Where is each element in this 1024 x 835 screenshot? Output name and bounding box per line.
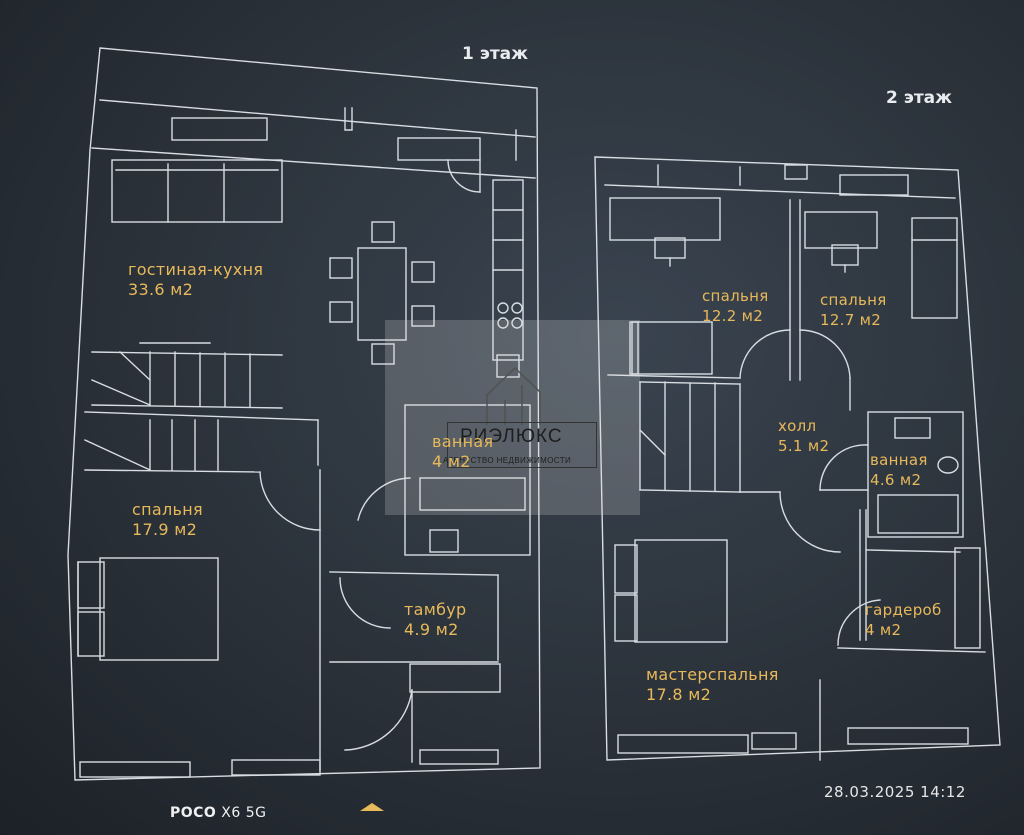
room-name: тамбур xyxy=(404,600,467,619)
room-master-bedroom: мастерспальня 17.8 м2 xyxy=(646,665,779,705)
room-name: ванная xyxy=(432,432,494,451)
room-bedroom-b: спальня 12.7 м2 xyxy=(820,290,887,330)
room-hall: холл 5.1 м2 xyxy=(778,416,829,456)
floor-2-outer-wall xyxy=(594,156,1001,761)
watermark-frame xyxy=(447,422,597,468)
room-vestibule: тамбур 4.9 м2 xyxy=(404,600,467,640)
room-area: 5.1 м2 xyxy=(778,437,830,455)
room-name: спальня xyxy=(820,291,887,309)
room-name: ванная xyxy=(870,451,928,469)
device-model: X6 5G xyxy=(221,805,267,821)
room-area: 33.6 м2 xyxy=(128,280,194,299)
camera-watermark: POCO X6 5G xyxy=(170,805,267,821)
room-bathroom-2f: ванная 4.6 м2 xyxy=(870,450,928,490)
house-logo-icon xyxy=(486,366,541,425)
room-area: 4 м2 xyxy=(432,452,471,471)
room-bathroom-1f: ванная 4 м2 xyxy=(432,432,493,472)
room-name: спальня xyxy=(132,500,203,519)
room-area: 12.2 м2 xyxy=(702,307,764,325)
floor-2-title: 2 этаж xyxy=(886,88,953,108)
room-bedroom-1f: спальня 17.9 м2 xyxy=(132,500,203,540)
room-area: 4 м2 xyxy=(865,621,902,639)
watermark-tagline: АГЕНТСТВО НЕДВИЖИМОСТИ xyxy=(443,456,572,465)
room-area: 17.8 м2 xyxy=(646,685,712,704)
room-name: спальня xyxy=(702,287,769,305)
floor-1-plan xyxy=(67,47,541,781)
floor-2-plan xyxy=(594,156,1001,761)
room-area: 4.9 м2 xyxy=(404,620,459,639)
room-area: 17.9 м2 xyxy=(132,520,198,539)
room-name: гардероб xyxy=(865,601,942,619)
room-living-kitchen: гостиная-кухня 33.6 м2 xyxy=(128,260,263,300)
floor-1-outer-wall xyxy=(67,47,541,781)
floor-1-title: 1 этаж xyxy=(462,44,529,64)
agency-watermark: РИЭЛЮКС АГЕНТСТВО НЕДВИЖИМОСТИ xyxy=(385,320,640,515)
watermark-brand: РИЭЛЮКС xyxy=(460,426,563,447)
room-name: холл xyxy=(778,417,817,435)
room-area: 12.7 м2 xyxy=(820,311,882,329)
room-bedroom-a: спальня 12.2 м2 xyxy=(702,286,769,326)
room-wardrobe: гардероб 4 м2 xyxy=(865,600,942,640)
photo-timestamp: 28.03.2025 14:12 xyxy=(824,783,966,801)
room-area: 4.6 м2 xyxy=(870,471,922,489)
room-name: мастерспальня xyxy=(646,665,779,684)
room-name: гостиная-кухня xyxy=(128,260,264,279)
device-brand: POCO xyxy=(170,805,217,821)
up-arrow-icon xyxy=(360,803,384,811)
